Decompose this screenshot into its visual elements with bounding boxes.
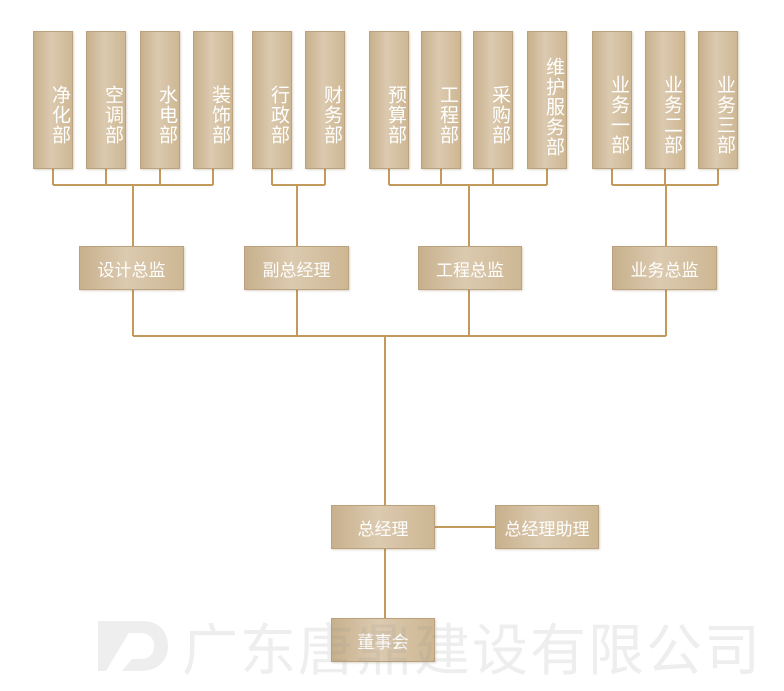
general-manager-box[interactable]: 总经理: [331, 505, 435, 549]
dept-box[interactable]: 工程部: [421, 31, 461, 169]
connector-dept-group-3: [388, 169, 548, 246]
board-box[interactable]: 董事会: [331, 618, 435, 662]
connector-dept-group-4: [611, 169, 719, 246]
dept-box[interactable]: 水电部: [140, 31, 180, 169]
dept-box[interactable]: 财务部: [305, 31, 345, 169]
director-box-design[interactable]: 设计总监: [79, 246, 184, 290]
director-box-deputy[interactable]: 副总经理: [244, 246, 349, 290]
dept-box[interactable]: 装饰部: [193, 31, 233, 169]
gm-assistant-box[interactable]: 总经理助理: [495, 505, 599, 549]
dept-box[interactable]: 业务三部: [698, 31, 738, 169]
dept-box[interactable]: 行政部: [252, 31, 292, 169]
connector-dept-group-2: [271, 169, 326, 246]
connector-directors: [132, 290, 667, 505]
director-box-business[interactable]: 业务总监: [612, 246, 717, 290]
dept-box[interactable]: 维护服务部: [527, 31, 567, 169]
dept-box[interactable]: 净化部: [33, 31, 73, 169]
dept-box[interactable]: 业务二部: [645, 31, 685, 169]
dept-box[interactable]: 空调部: [86, 31, 126, 169]
dept-box[interactable]: 采购部: [473, 31, 513, 169]
dept-box[interactable]: 业务一部: [592, 31, 632, 169]
director-box-engineer[interactable]: 工程总监: [418, 246, 522, 290]
connector-dept-group-1: [52, 169, 214, 246]
dept-box[interactable]: 预算部: [369, 31, 409, 169]
